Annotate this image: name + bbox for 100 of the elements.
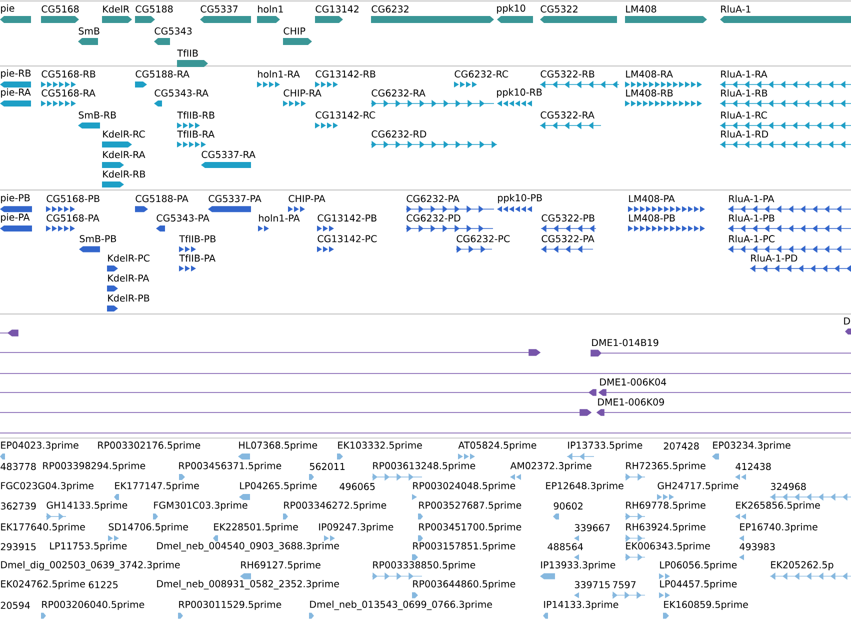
feature-label: EK177640.5prime [1, 523, 85, 532]
feature-label: Dmel_neb_004540_0903_3688.3prime [157, 542, 339, 552]
feature-label: ppk10-RB [497, 88, 542, 98]
feature-label: AT05824.5prime [458, 441, 536, 451]
feature-label: CG6232-RC [454, 70, 508, 78]
feature-label: HL07368.5prime [239, 441, 318, 451]
feature-label: LM408-RA [626, 70, 673, 78]
feature-label: TfIIB-RA [177, 130, 215, 138]
feature-label: Dmel_neb_013543_0699_0766.3prime [310, 600, 492, 610]
feature-label: EK103332.5prime [338, 441, 422, 451]
feature-label: IP14133.3prime [544, 600, 618, 610]
feature-label: pie-RA [1, 88, 31, 98]
feature-label: KdelR-PC [108, 254, 150, 262]
feature-label: 493983 [740, 543, 775, 550]
feature-label: KdelR-RA [103, 150, 146, 158]
feature-label: RluA-1-PA [729, 194, 774, 202]
feature-label: CG5337-RA [202, 150, 256, 158]
feature-label: EP12648.3prime [546, 482, 624, 492]
feature-label: DME1-006K09 [598, 398, 664, 406]
feature-label: CG6232-RA [372, 89, 426, 97]
feature-label: pie-PB [1, 194, 30, 204]
feature-label: 562011 [310, 462, 345, 470]
feature-label: CG5322-RB [540, 70, 594, 78]
feature-label: 20594 [0, 602, 30, 609]
feature-label: CG6232 [372, 5, 408, 13]
feature-label: CG13142-RC [316, 111, 376, 119]
feature-label: CG13142-PC [318, 235, 377, 242]
feature-label: RluA-1-PB [729, 214, 774, 222]
feature-label: pie-RB [1, 69, 31, 79]
feature-label: KdelR-RC [103, 130, 145, 138]
feature-label: GH24717.5prime [658, 482, 738, 492]
feature-label: DME1-014B19 [592, 339, 658, 346]
feature-label: CHIP [284, 27, 306, 35]
feature-label: holn1 [258, 5, 283, 13]
feature-label: RP003206040.5prime [42, 600, 144, 610]
feature-label: CG5188-RA [136, 70, 190, 78]
feature-label: CG5343-RA [154, 89, 208, 97]
feature-label: RluA-1-PD [751, 254, 798, 262]
feature-label: holn1-PA [259, 214, 300, 222]
feature-label: RluA-1-RC [721, 111, 767, 119]
feature-label: 90602 [554, 502, 582, 510]
feature-label: CG5188 [136, 5, 173, 13]
feature-label: RH69127.5prime [241, 561, 320, 570]
feature-label: EP03234.3prime [713, 441, 790, 451]
feature-label: RluA-1-RA [721, 70, 768, 78]
feature-label: CG5168-PB [46, 195, 100, 202]
feature-label: DME1-006K04 [600, 378, 666, 386]
feature-label: 293915 [0, 543, 36, 550]
feature-label: IP09247.3prime [319, 523, 394, 532]
feature-label: CG6232-PD [406, 214, 460, 222]
feature-label: RH63924.5prime [626, 523, 706, 532]
feature-label: EP16740.3prime [740, 523, 818, 532]
feature-label: 488564 [548, 543, 583, 550]
feature-label: holn1-RA [258, 70, 300, 78]
feature-label: CG6232-PC [456, 235, 510, 242]
feature-label: RluA-1-RD [721, 130, 768, 138]
feature-label: CG5337 [200, 5, 238, 13]
feature-label: RP003613248.5prime [373, 462, 476, 472]
feature-label: RP003398294.5prime [43, 462, 146, 472]
feature-label: FGM301C03.3prime [154, 501, 248, 511]
feature-label: CG5168 [42, 5, 79, 13]
feature-label: CG5337-PA [208, 195, 262, 202]
feature-label: pie-PA [1, 213, 30, 223]
feature-label: RluA-1-RB [721, 89, 768, 97]
feature-label: EK024762.5prime [1, 580, 85, 590]
feature-label: CG5168-RB [42, 70, 96, 78]
feature-label: RP003644860.5prime [413, 580, 516, 590]
feature-label: KdelR-PA [108, 274, 150, 282]
feature-label: CG5188-PA [136, 195, 188, 202]
feature-label: RP003024048.5prime [413, 482, 516, 492]
feature-label: TfIIB-PB [179, 235, 216, 242]
feature-label: LP04265.5prime [240, 482, 317, 492]
feature-label: GH14133.5prime [46, 501, 128, 511]
feature-label: IP13933.3prime [541, 561, 616, 570]
feature-label: LP11753.5prime [50, 542, 127, 552]
feature-label: RP003338850.5prime [373, 561, 476, 570]
feature-label: 61225 [88, 581, 118, 588]
feature-label: 339667 [574, 524, 610, 532]
feature-label: 362739 [0, 502, 36, 510]
feature-label: LM408-PB [629, 214, 675, 222]
feature-label: EK006343.5prime [626, 542, 710, 552]
feature-label: LP06056.5prime [660, 561, 737, 570]
feature-label: LM408 [626, 5, 656, 13]
feature-label: KdelR-RB [103, 170, 146, 178]
feature-label: Dmel_neb_008931_0582_2352.3prime [157, 580, 339, 590]
feature-label: 324968 [770, 482, 806, 490]
feature-label: CHIP-PA [288, 195, 326, 202]
feature-label: CG13142 [316, 5, 358, 13]
feature-label: RH72365.5prime [626, 462, 706, 472]
feature-label: 483778 [0, 462, 36, 470]
feature-label: RP003456371.5prime [179, 462, 282, 472]
feature-label: CG5168-PA [46, 214, 100, 222]
feature-label: ppk10-PB [498, 194, 542, 204]
feature-label: RP003302176.5prime [98, 441, 200, 451]
feature-label: 496065 [340, 482, 375, 490]
feature-label: FGC023G04.3prime [1, 482, 94, 492]
feature-label: EK228501.5prime [214, 523, 298, 532]
feature-label: ppk10 [497, 4, 526, 14]
feature-label: TfIIB-RB [177, 111, 214, 119]
feature-label: EK205262.5p [771, 561, 834, 570]
